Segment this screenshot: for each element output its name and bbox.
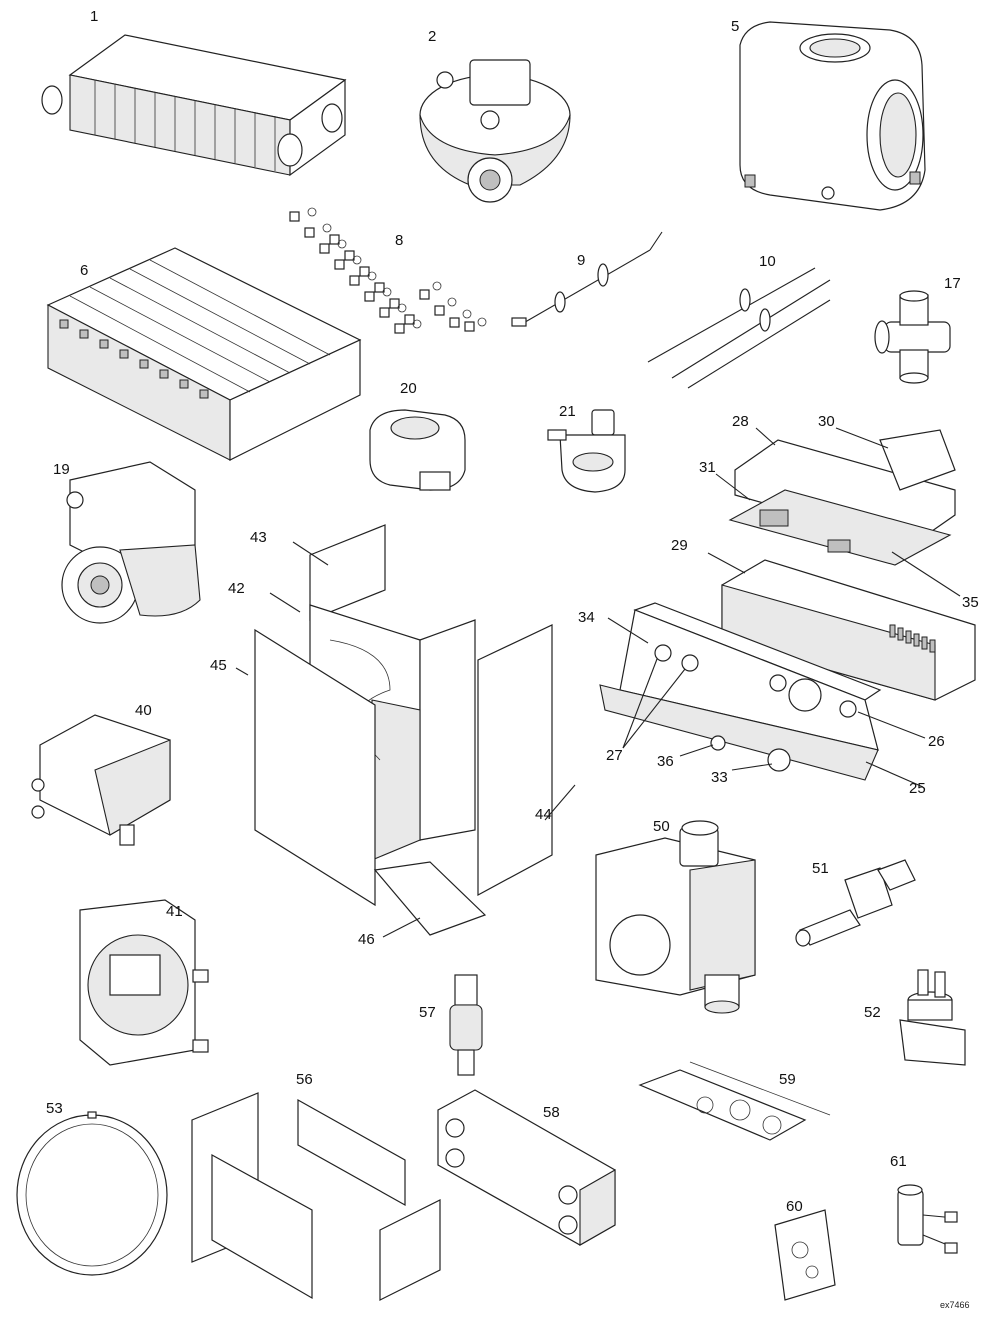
part-flow-switch-cartridge — [449, 974, 483, 1076]
label-45: 45 — [210, 657, 227, 674]
label-19: 19 — [53, 461, 70, 478]
label-9: 9 — [577, 252, 585, 269]
part-flame-electrode — [511, 231, 663, 327]
label-43: 43 — [250, 529, 267, 546]
label-36: 36 — [657, 753, 674, 770]
part-t-fitting — [874, 290, 951, 384]
label-25: 25 — [909, 780, 926, 797]
part-overheat-thermostat — [899, 969, 966, 1066]
label-30: 30 — [818, 413, 835, 430]
label-2: 2 — [428, 28, 436, 45]
part-pump — [61, 461, 201, 624]
label-20: 20 — [400, 380, 417, 397]
label-57: 57 — [419, 1004, 436, 1021]
part-heat-exchanger — [41, 34, 347, 177]
label-56: 56 — [296, 1071, 313, 1088]
label-59: 59 — [779, 1071, 796, 1088]
part-ignition-electrodes — [647, 267, 831, 389]
part-temperature-sensor — [795, 859, 916, 947]
part-burner — [46, 247, 362, 461]
label-5: 5 — [731, 18, 739, 35]
part-gasket-60 — [774, 1209, 836, 1301]
part-hydraulic-block — [31, 714, 171, 846]
part-insulation-panels — [191, 1092, 441, 1301]
label-51: 51 — [812, 860, 829, 877]
leader-lines — [235, 427, 961, 938]
callout-labels: 1 2 5 8 9 10 6 17 20 21 28 30 19 31 43 2… — [46, 8, 979, 1310]
part-control-box — [721, 429, 976, 701]
label-29: 29 — [671, 537, 688, 554]
label-58: 58 — [543, 1104, 560, 1121]
label-40: 40 — [135, 702, 152, 719]
label-42: 42 — [228, 580, 245, 597]
part-air-box — [739, 21, 926, 211]
label-6: 6 — [80, 262, 88, 279]
part-plate-heat-exchanger — [437, 1089, 616, 1246]
label-1: 1 — [90, 8, 98, 25]
label-28: 28 — [732, 413, 749, 430]
label-52: 52 — [864, 1004, 881, 1021]
part-silencer — [369, 409, 466, 491]
part-hydraulic-plate — [79, 899, 209, 1066]
label-8: 8 — [395, 232, 403, 249]
part-gas-valve — [595, 820, 756, 1014]
part-case-panels — [254, 524, 553, 936]
label-60: 60 — [786, 1198, 803, 1215]
label-21: 21 — [559, 403, 576, 420]
label-53: 53 — [46, 1100, 63, 1117]
part-expansion-vessel — [16, 1111, 168, 1276]
part-valve-21 — [547, 409, 626, 493]
label-33: 33 — [711, 769, 728, 786]
label-35: 35 — [962, 594, 979, 611]
label-44: 44 — [535, 806, 552, 823]
part-capacitor — [897, 1184, 958, 1254]
label-61: 61 — [890, 1153, 907, 1170]
label-41: 41 — [166, 903, 183, 920]
label-10: 10 — [759, 253, 776, 270]
label-31: 31 — [699, 459, 716, 476]
figure-reference: ex7466 — [940, 1300, 970, 1310]
label-46: 46 — [358, 931, 375, 948]
label-50: 50 — [653, 818, 670, 835]
part-injectors — [289, 207, 487, 334]
part-gasket-kit — [638, 1061, 831, 1141]
label-27: 27 — [606, 747, 623, 764]
part-fan — [419, 59, 571, 203]
label-17: 17 — [944, 275, 961, 292]
label-34: 34 — [578, 609, 595, 626]
label-26: 26 — [928, 733, 945, 750]
